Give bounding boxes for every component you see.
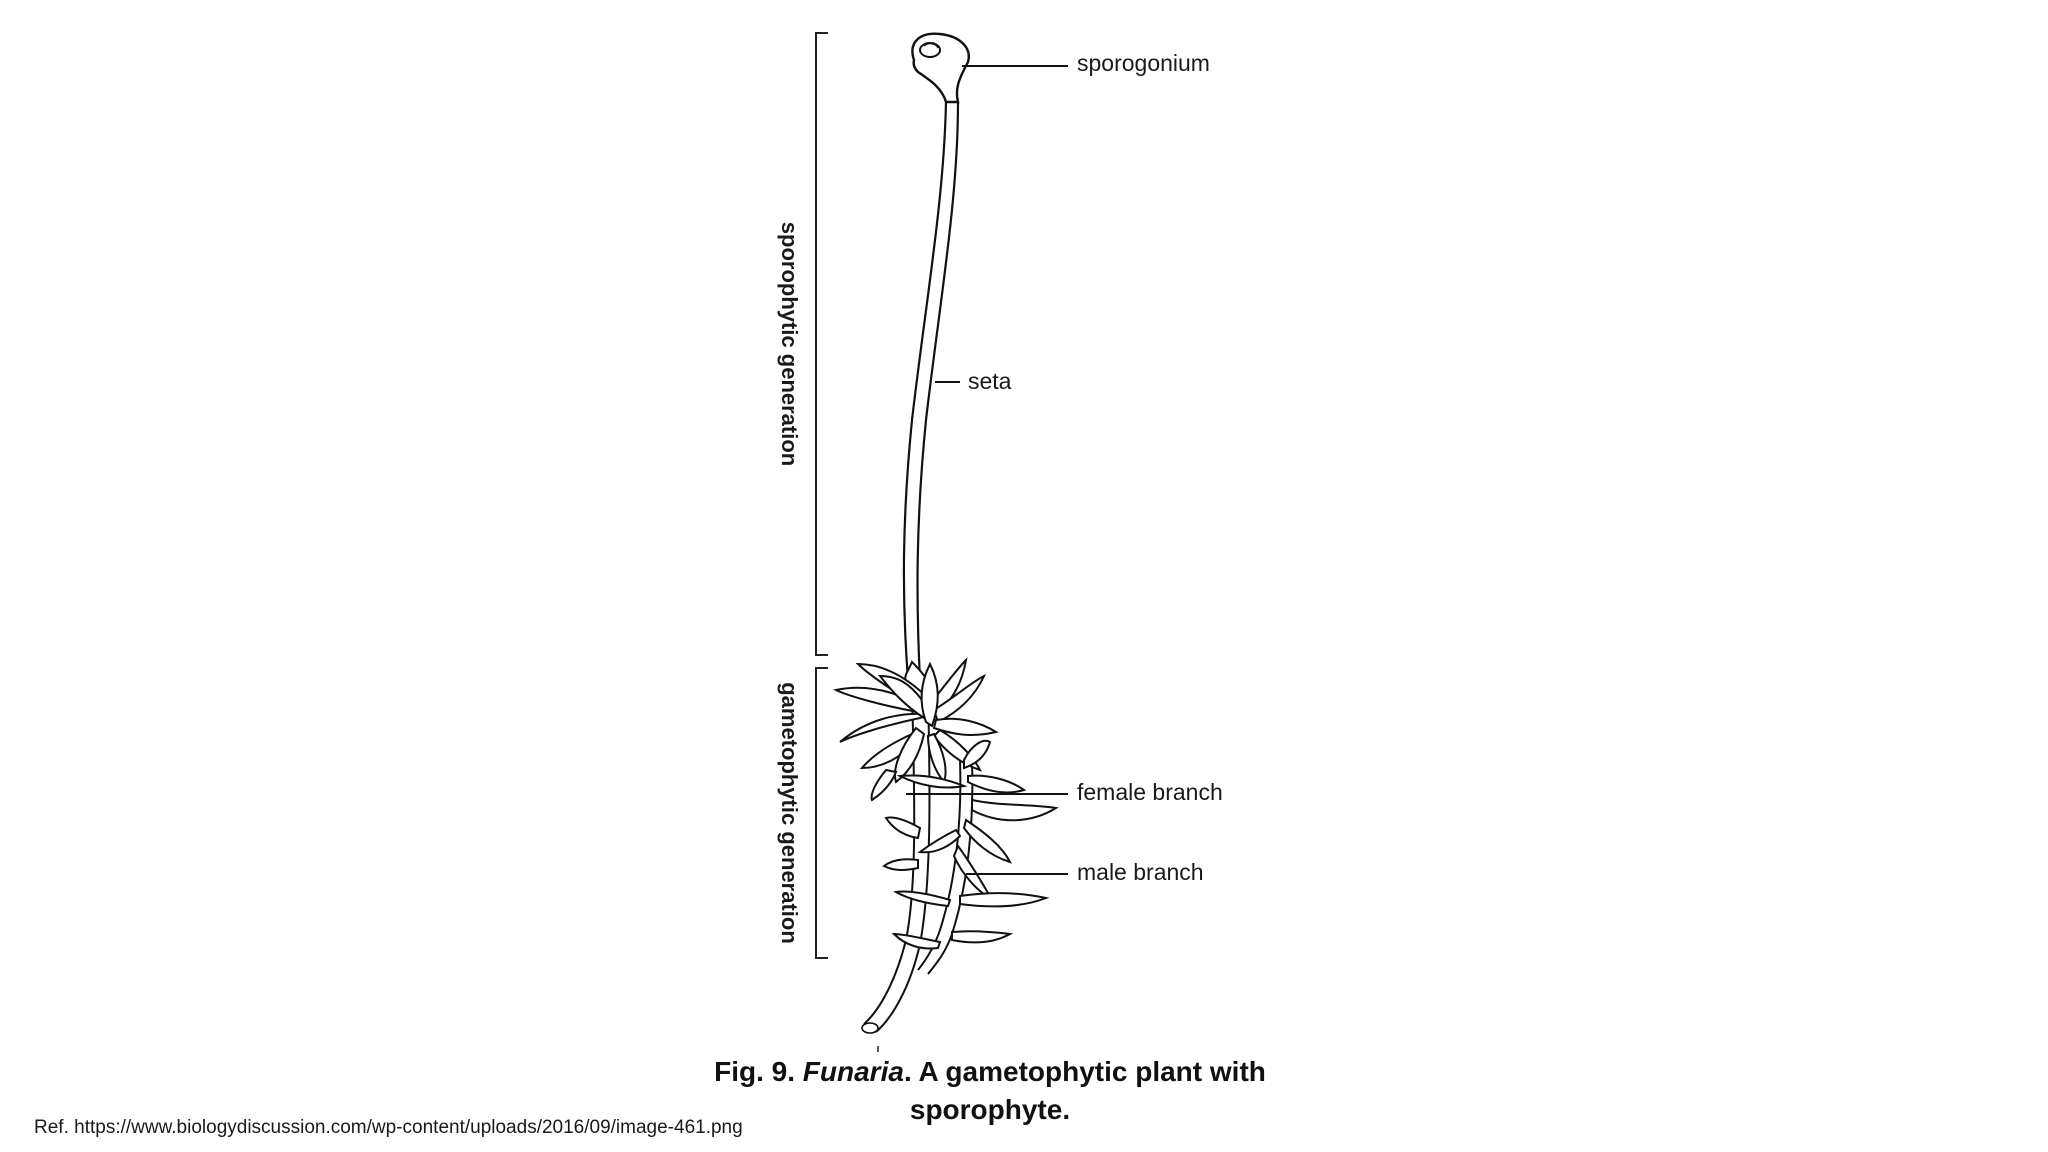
figure-caption: Fig. 9. Funaria. A gametophytic plant wi… xyxy=(640,1053,1340,1129)
male-branch-label: male branch xyxy=(1077,859,1204,885)
caption-rest: . A gametophytic plant with xyxy=(903,1056,1266,1087)
gametophytic-generation-label: gametophytic generation xyxy=(777,682,802,944)
seta-label: seta xyxy=(968,368,1012,394)
caption-line-2: sporophyte. xyxy=(909,1094,1071,1125)
seta-stalk xyxy=(902,101,960,681)
female-leaf-rosette xyxy=(832,657,999,802)
reference-text: Ref. https://www.biologydiscussion.com/w… xyxy=(34,1117,743,1138)
caption-line-1: Fig. 9. Funaria. A gametophytic plant wi… xyxy=(640,1053,1340,1091)
sporogonium-label: sporogonium xyxy=(1077,50,1210,76)
caption-genus: Funaria xyxy=(802,1056,904,1087)
sporophytic-generation-label: sporophytic generation xyxy=(777,222,802,466)
male-branch-leaves xyxy=(882,739,1059,950)
caption-prefix: Fig. 9. xyxy=(714,1056,796,1087)
female-branch-label: female branch xyxy=(1077,779,1223,805)
leader-lines xyxy=(906,65,1068,875)
sporophytic-bracket xyxy=(815,32,828,656)
gametophytic-bracket xyxy=(815,667,828,959)
sporogonium-capsule xyxy=(911,32,970,104)
